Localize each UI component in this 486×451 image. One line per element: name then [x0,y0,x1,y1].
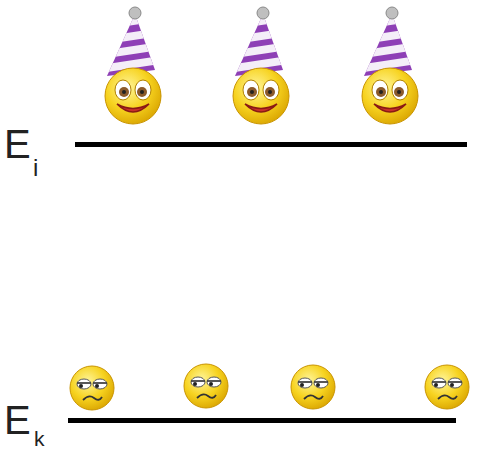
energy-symbol: E [4,400,31,440]
upper-level-line [75,142,467,147]
level-subscript: k [34,428,45,449]
energy-symbol: E [4,124,31,164]
level-subscript: i [33,156,38,180]
lower-level-line [68,418,456,423]
